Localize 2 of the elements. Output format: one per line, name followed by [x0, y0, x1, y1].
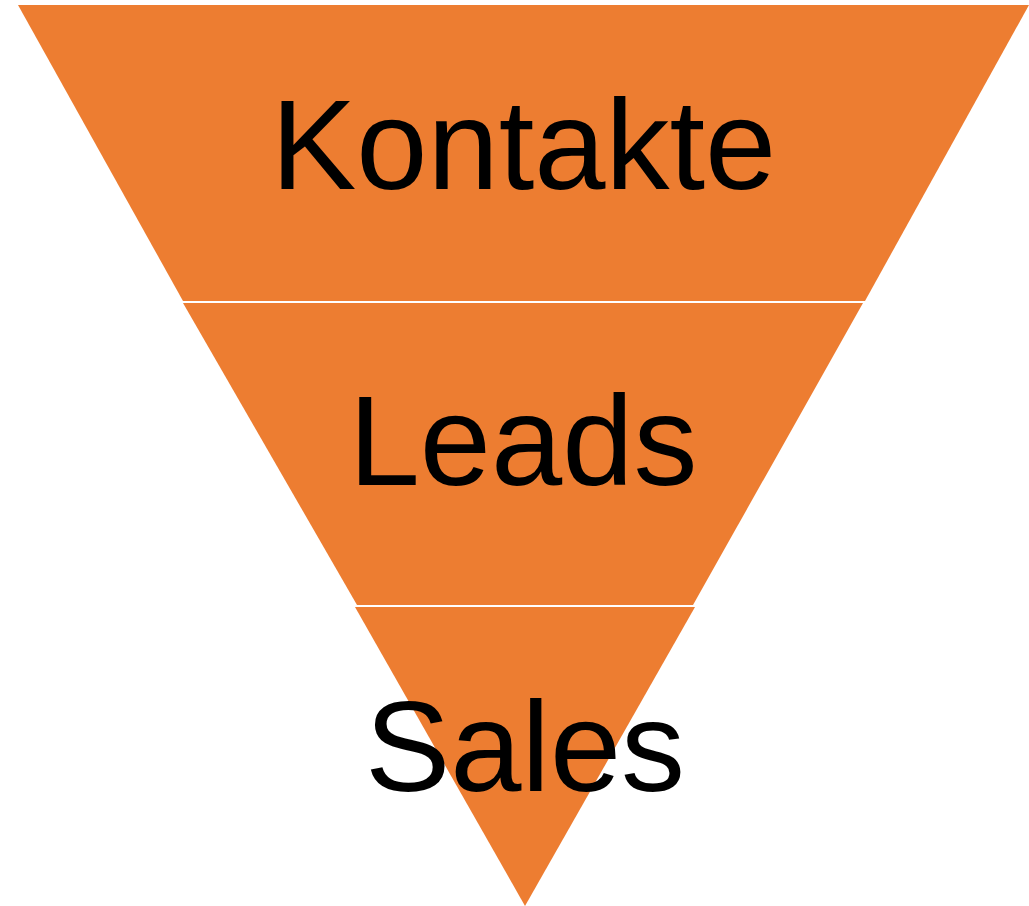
- stage-label: Kontakte: [269, 75, 778, 216]
- stage-label: Leads: [347, 371, 699, 512]
